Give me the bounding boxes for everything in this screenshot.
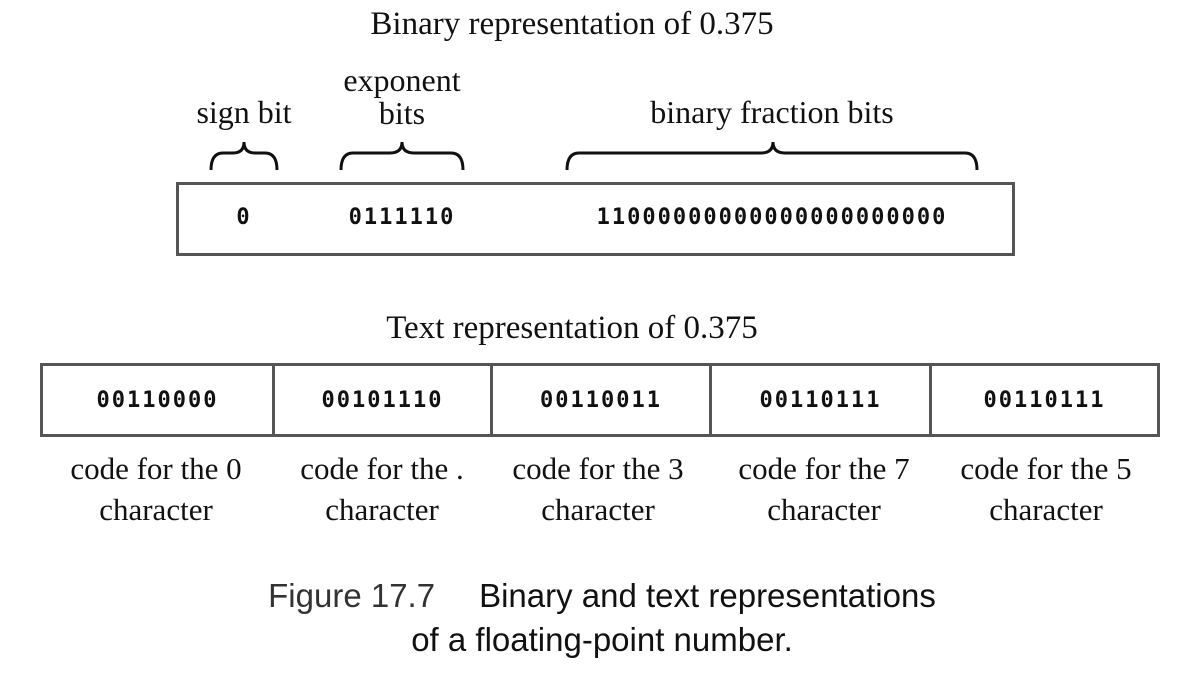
- char-code-label-line2: character: [989, 492, 1103, 527]
- char-code-label-line1: code for the 0: [70, 451, 242, 486]
- char-cell: 00110000: [43, 366, 275, 434]
- char-code-label-line2: character: [325, 492, 439, 527]
- fraction-bits-value: 11000000000000000000000: [596, 205, 948, 230]
- exponent-label-line2: bits: [378, 95, 426, 131]
- fraction-label: binary fraction bits: [650, 94, 894, 130]
- exponent-label-line1: exponent: [343, 62, 461, 98]
- binary-title: Binary representation of 0.375: [370, 6, 774, 42]
- text-box: 00110000 00101110 00110011 00110111 0011…: [40, 363, 1160, 437]
- sign-bit-label: sign bit: [196, 94, 292, 130]
- caption-text-line2: of a floating-point number.: [411, 621, 793, 658]
- char-cell: 00110111: [983, 387, 1106, 413]
- char-cell: 00110111: [712, 366, 932, 434]
- sign-bit-value: 0: [236, 205, 252, 230]
- char-code-label: code for the 3 character: [490, 448, 706, 530]
- char-code-label: code for the 5 character: [938, 448, 1154, 530]
- fraction-brace: [565, 141, 979, 171]
- binary-box: [176, 182, 1015, 256]
- char-code-label-line1: code for the 7: [738, 451, 910, 486]
- caption-text-line1: Binary and text representations: [479, 577, 936, 614]
- char-code-label-line2: character: [541, 492, 655, 527]
- char-code-label-line1: code for the 3: [512, 451, 684, 486]
- char-code-label-line1: code for the 5: [960, 451, 1132, 486]
- text-title: Text representation of 0.375: [386, 310, 758, 346]
- char-code-label-line1: code for the .: [300, 451, 464, 486]
- char-code-label-line2: character: [99, 492, 213, 527]
- char-code-label: code for the 7 character: [716, 448, 932, 530]
- char-code-label: code for the 0 character: [48, 448, 264, 530]
- char-cell: 00101110: [275, 366, 493, 434]
- brace-group: [209, 141, 979, 171]
- char-code-label: code for the . character: [274, 448, 490, 530]
- exponent-bits-value: 0111110: [348, 205, 456, 230]
- exponent-brace: [339, 141, 465, 171]
- exponent-label: exponent bits: [332, 64, 472, 130]
- figure-caption: Figure 17.7 Binary and text representatio…: [0, 574, 1204, 662]
- char-cell: 00110011: [493, 366, 712, 434]
- sign-brace: [209, 141, 279, 171]
- char-code-label-line2: character: [767, 492, 881, 527]
- caption-line1: Figure 17.7 Binary and text representatio…: [0, 574, 1204, 618]
- figure-number: Figure 17.7: [268, 577, 436, 614]
